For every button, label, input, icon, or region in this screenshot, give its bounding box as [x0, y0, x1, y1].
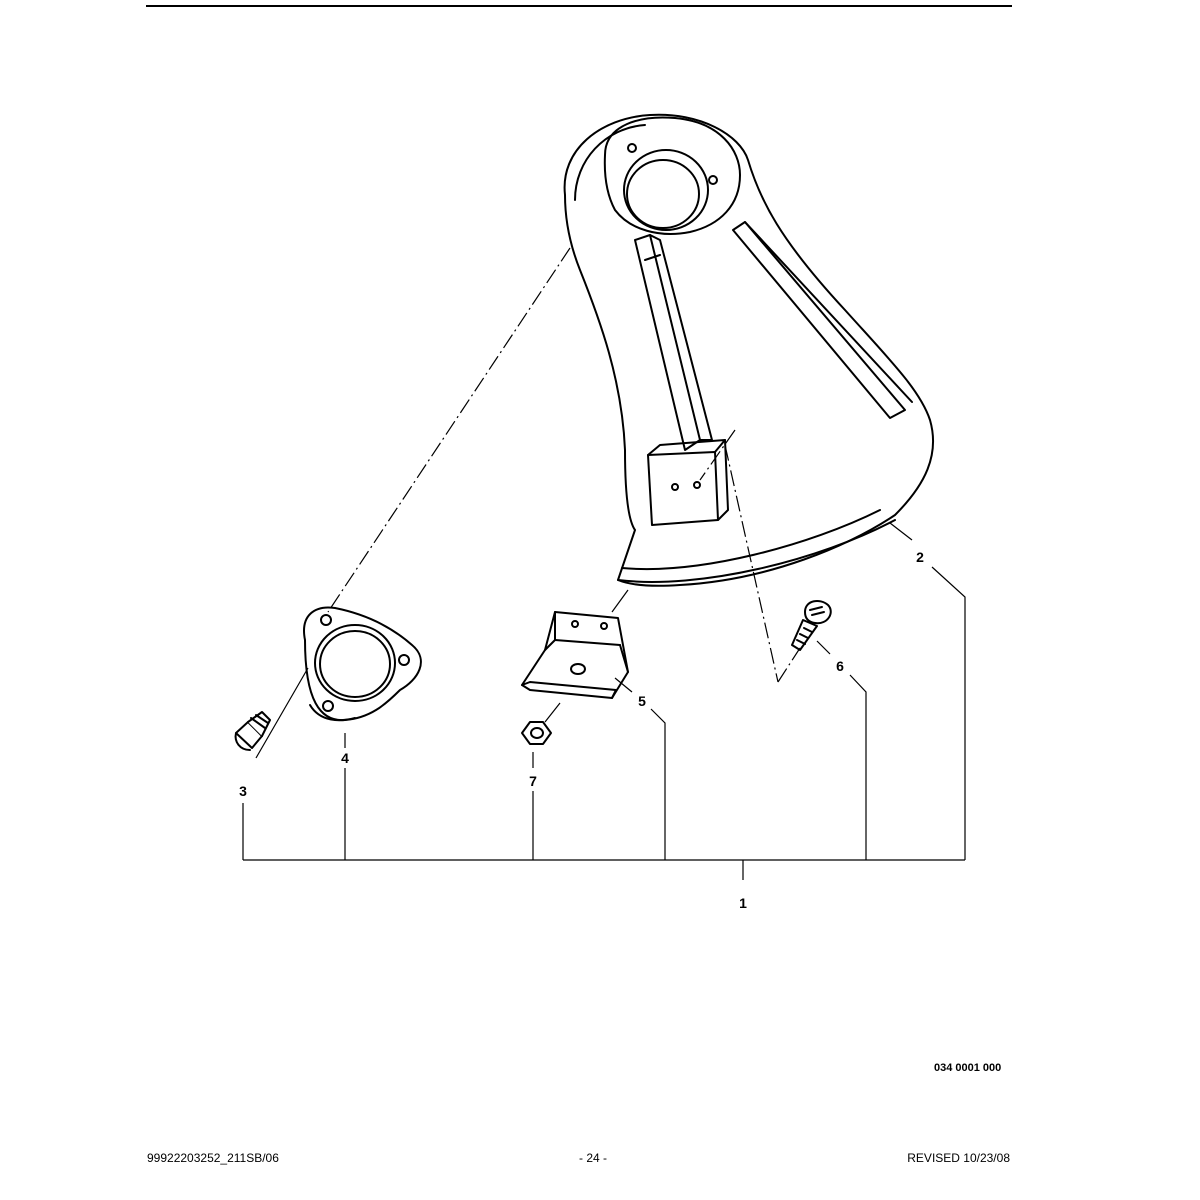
footer-document-id: 99922203252_211SB/06	[147, 1151, 279, 1165]
drawing-number: 034 0001 000	[934, 1062, 1002, 1074]
assembly-lines	[327, 247, 801, 683]
callout-4: 4	[341, 750, 349, 766]
shield-part	[563, 113, 935, 587]
leader-lines	[242, 522, 966, 880]
plate-part	[303, 606, 422, 722]
callout-2: 2	[916, 549, 924, 565]
callout-6: 6	[836, 658, 844, 674]
callout-7: 7	[529, 773, 537, 789]
screw-part-6	[791, 599, 832, 651]
footer-page-number: - 24 -	[578, 1151, 607, 1165]
screw-part-3	[234, 711, 271, 751]
header-rule	[146, 5, 1012, 7]
bracket-part	[521, 611, 629, 699]
nut-part	[521, 721, 552, 745]
callout-5: 5	[638, 693, 646, 709]
callout-3: 3	[239, 783, 247, 799]
callout-1: 1	[739, 895, 747, 911]
footer-revision: REVISED 10/23/08	[907, 1151, 1010, 1165]
